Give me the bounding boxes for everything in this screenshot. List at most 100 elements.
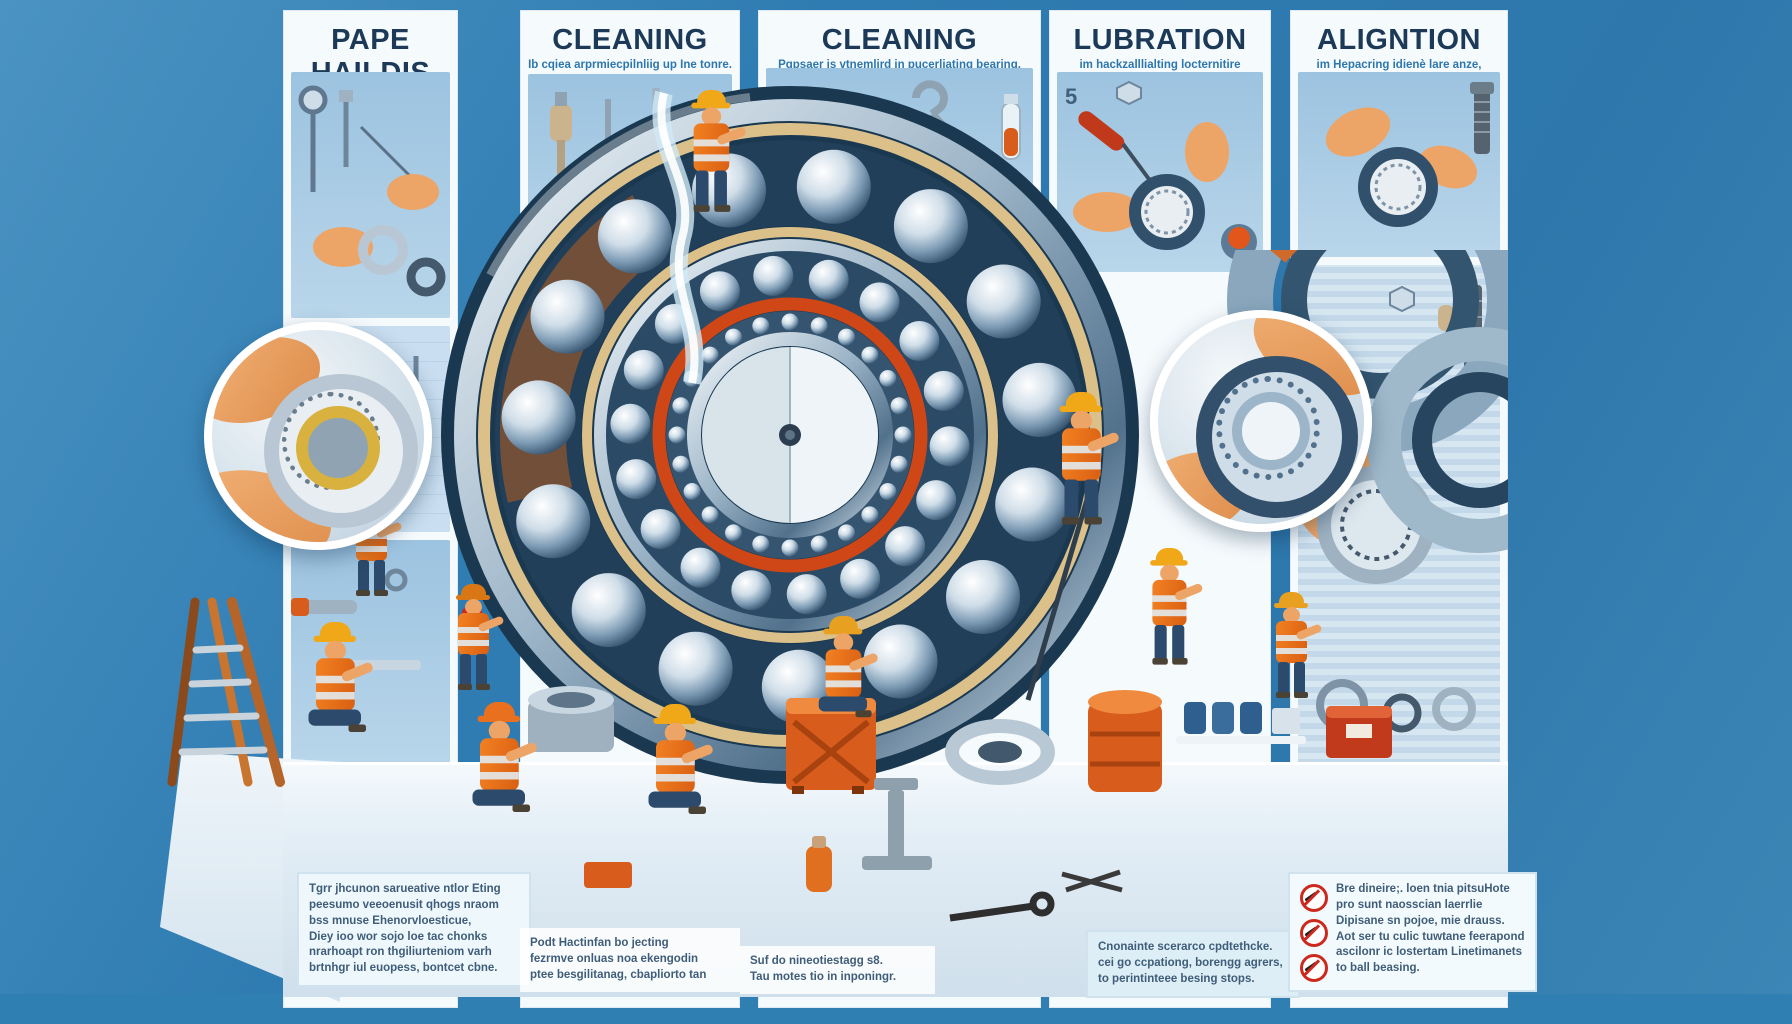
safety-vest bbox=[656, 740, 695, 793]
left-magnifier-inset bbox=[204, 322, 432, 550]
worker-shoe bbox=[476, 684, 490, 690]
note-line: Suf do nineotiestagg s8. bbox=[750, 955, 883, 967]
safety-vest bbox=[458, 613, 489, 655]
bearing-ball bbox=[861, 506, 879, 524]
hard-hat-brim bbox=[691, 102, 731, 109]
hard-hat-brim bbox=[1059, 405, 1102, 412]
bearing-ball bbox=[861, 346, 879, 364]
worker-shoe bbox=[1172, 658, 1188, 665]
mallet-icon bbox=[550, 92, 572, 190]
hand-icon bbox=[387, 174, 439, 210]
hard-hat-icon bbox=[1279, 592, 1304, 605]
bearing-ball bbox=[810, 317, 828, 335]
worker-leg bbox=[1084, 479, 1099, 522]
note-line: Tau motes tio in inponingr. bbox=[750, 970, 897, 983]
prohibition-icons bbox=[1300, 882, 1328, 982]
note-line: fezrmve onluas noa ekengodin bbox=[530, 952, 699, 965]
step-number: 5 bbox=[1065, 84, 1078, 109]
bearing-ball bbox=[516, 484, 591, 559]
oil-vial-icon bbox=[1001, 94, 1021, 160]
ball-cage-ring bbox=[1216, 376, 1320, 480]
note-box-2: Podt Hactinfan bo jecting fezrmve onluas… bbox=[520, 928, 740, 992]
bearing-ball bbox=[597, 199, 672, 274]
note-box-4: Cnonainte scerarco cpdtethcke. cei go cc… bbox=[1086, 930, 1300, 998]
worker-far-right bbox=[1268, 592, 1323, 698]
vest-stripe bbox=[480, 772, 519, 780]
hard-hat-brim bbox=[477, 715, 520, 722]
worker-shoe bbox=[1294, 692, 1308, 698]
note-line: Tgrr jhcunon sarueative ntlor Eting bbox=[309, 883, 501, 895]
worker-on-bearing-top bbox=[684, 90, 748, 212]
worker-head bbox=[324, 640, 346, 661]
vest-stripe bbox=[316, 675, 355, 684]
bearing-inner-gold-ring bbox=[296, 406, 380, 490]
bearing-ball bbox=[658, 631, 733, 706]
bolt-icon bbox=[1470, 82, 1494, 154]
bearing-ball bbox=[879, 370, 897, 387]
bearing-ball bbox=[781, 313, 799, 331]
worker-left-kneeling bbox=[306, 622, 375, 755]
bearing-ball bbox=[808, 259, 849, 300]
worker-kneeling-legs bbox=[472, 789, 525, 806]
worker-head bbox=[1160, 564, 1179, 583]
bearing-ball bbox=[672, 455, 690, 473]
bearing-ball bbox=[530, 279, 605, 354]
panel-4-header: LUBRATION bbox=[1073, 24, 1247, 56]
note-line: Aot ser tu culic tuwtane feerapond bbox=[1336, 930, 1525, 943]
worker-kneeling-legs bbox=[818, 696, 867, 712]
hard-hat-icon bbox=[1155, 548, 1184, 563]
worker-center-kneeling bbox=[646, 704, 715, 837]
vest-stripe bbox=[316, 692, 355, 700]
pin-punch-icon bbox=[339, 90, 353, 167]
bearing-ring-icon bbox=[358, 225, 408, 275]
worker-head bbox=[664, 722, 686, 743]
vest-stripe bbox=[1152, 609, 1187, 617]
bearing-ball bbox=[752, 535, 770, 553]
worker-head bbox=[1070, 410, 1092, 431]
safety-vest bbox=[825, 649, 862, 698]
bearing-ball bbox=[899, 321, 940, 361]
bearing-ball bbox=[623, 349, 664, 390]
note-line: ascilonr ic lostertam Linetimanets bbox=[1336, 946, 1522, 959]
nut-icon bbox=[1389, 285, 1415, 313]
hard-hat-brim bbox=[1150, 560, 1188, 566]
vest-stripe bbox=[458, 640, 489, 646]
bearing-ball bbox=[781, 539, 799, 557]
small-ring-icon bbox=[1316, 679, 1368, 731]
bearing-ball bbox=[692, 153, 766, 228]
worker-kneeling-legs bbox=[648, 791, 701, 808]
worker-shoe bbox=[855, 710, 872, 718]
hard-hat-icon bbox=[829, 616, 858, 631]
hand-icon bbox=[1073, 192, 1141, 232]
ball-cage-icon bbox=[1144, 189, 1190, 235]
worker-leg bbox=[695, 170, 709, 210]
worker-shoe bbox=[356, 590, 370, 596]
bearing-ball bbox=[838, 328, 855, 346]
safety-vest bbox=[316, 658, 355, 711]
note-line: Podt Hactinfan bo jecting bbox=[530, 937, 669, 949]
bearing-ball bbox=[966, 264, 1041, 339]
central-ball-bearing bbox=[441, 86, 1139, 784]
bearing-ball bbox=[890, 455, 908, 473]
prohibition-icon bbox=[1300, 884, 1328, 912]
vest-stripe bbox=[480, 755, 519, 764]
worker-leg bbox=[460, 654, 471, 688]
vest-stripe bbox=[1062, 445, 1101, 454]
bearing-ball bbox=[640, 509, 681, 549]
bearing-ball bbox=[916, 480, 957, 521]
panel-1-tools-block bbox=[291, 72, 450, 318]
hard-hat-brim bbox=[653, 717, 696, 724]
small-ring-icon bbox=[1432, 687, 1476, 731]
vest-stripe bbox=[1276, 635, 1307, 641]
hand-icon bbox=[1325, 107, 1391, 157]
note-line: ptee besgilitanag, cbapliorto tan bbox=[530, 968, 707, 981]
worker-leg bbox=[1294, 662, 1305, 696]
worker-near-bearing-kneeling bbox=[816, 616, 880, 738]
hard-hat-brim bbox=[313, 635, 356, 642]
vest-stripe bbox=[1276, 648, 1307, 654]
small-ring-icon bbox=[384, 568, 408, 592]
note-line: cei go ccpationg, borengg agrers, bbox=[1098, 956, 1283, 969]
bearing-inner-ring bbox=[1232, 392, 1310, 470]
vest-stripe bbox=[825, 665, 862, 673]
